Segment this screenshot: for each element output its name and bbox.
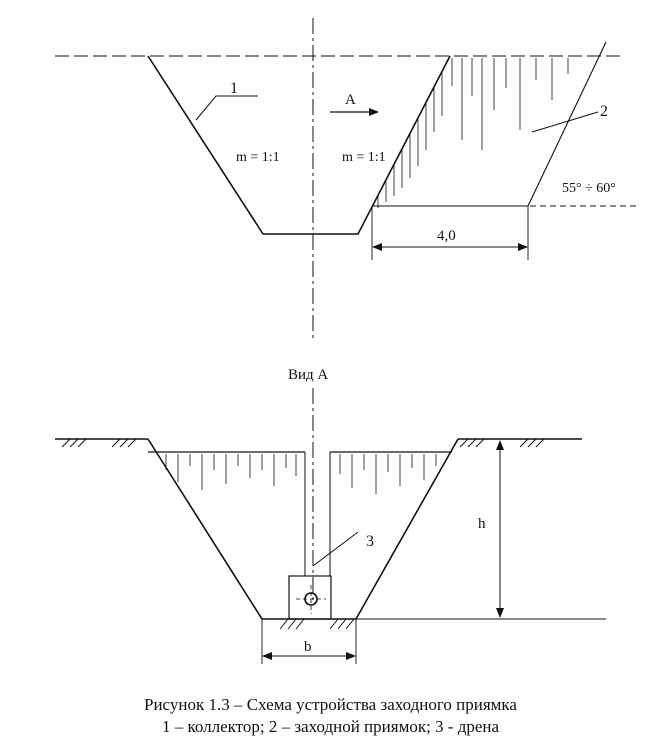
slope-ratio-right: m = 1:1 <box>342 150 386 165</box>
drain-box <box>288 575 332 620</box>
dimension-value: 4,0 <box>437 228 456 244</box>
section-view-labels: Вид А 3 h b <box>288 367 486 655</box>
slope-angle-label: 55° ÷ 60° <box>562 181 616 196</box>
slope-angle-line <box>527 41 607 207</box>
leader-1 <box>195 95 258 121</box>
bottom-hatch <box>279 618 355 630</box>
figure-caption-legend: 1 – коллектор; 2 – заходной приямок; 3 -… <box>161 717 500 736</box>
section-hatching <box>165 454 437 494</box>
slope-ratio-left: m = 1:1 <box>236 150 280 165</box>
section-view <box>55 388 606 664</box>
pit-outline <box>147 55 451 235</box>
slope-hatching <box>377 58 569 208</box>
figure-caption-title: Рисунок 1.3 – Схема устройства заходного… <box>144 695 517 714</box>
top-view <box>55 18 636 340</box>
label-drain-number: 3 <box>366 533 374 550</box>
label-collector-number: 1 <box>230 80 238 97</box>
ground-hatch-left <box>61 438 137 448</box>
leader-2 <box>531 111 599 133</box>
ground-hatch-right <box>459 438 545 448</box>
section-title: Вид А <box>288 367 328 383</box>
leader-3 <box>312 531 359 567</box>
view-arrow-label: A <box>345 92 356 108</box>
top-view-labels: 1 2 A m = 1:1 m = 1:1 55° ÷ 60° 4,0 <box>230 80 616 244</box>
width-label: b <box>304 639 312 655</box>
section-pit-outline <box>147 438 459 620</box>
label-pit-number: 2 <box>600 103 608 120</box>
depth-label: h <box>478 516 486 532</box>
